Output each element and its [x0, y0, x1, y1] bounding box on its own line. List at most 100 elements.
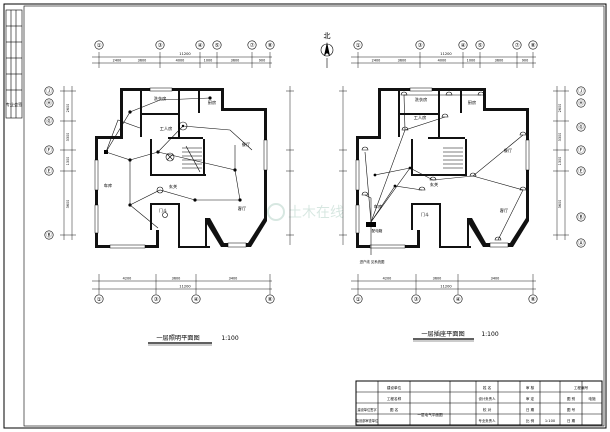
- top-axis-bubbles: ① ③ ④ ⑤ ⑦ ⑧: [353, 40, 538, 50]
- tb-designer-stamp: 建设部审查单位: [356, 418, 379, 423]
- room-labels: 洗衣房 厨房 工人房 餐厅 车库 玄关 门斗 客厅 配电箱 进户线 见系统图: [360, 96, 513, 264]
- axis-label: Ⓔ: [46, 167, 52, 175]
- dim-text: 3400: [491, 277, 500, 281]
- room-label-porch: 门斗: [159, 207, 167, 214]
- room-label-foyer: 玄关: [169, 183, 177, 190]
- room-label-laundry: 洗衣房: [415, 96, 428, 103]
- left-row-bubbles: Ⓙ Ⓗ Ⓖ Ⓕ Ⓔ Ⓑ: [44, 86, 54, 240]
- axis-label: Ⓑ: [578, 213, 584, 221]
- room-label-garage: 车库: [104, 182, 112, 189]
- tb-cell: 电施: [588, 396, 596, 401]
- socket-symbols: [361, 91, 527, 241]
- axis-label: Ⓗ: [578, 99, 584, 107]
- tb-cell: 日 期: [567, 418, 576, 423]
- axis-label: Ⓖ: [46, 117, 52, 125]
- dim-text: 3600: [558, 200, 562, 209]
- axis-label: ③: [158, 43, 163, 49]
- tb-owner-stamp: 建设单位签字: [357, 407, 376, 412]
- tb-cell: 审 核: [526, 385, 535, 390]
- tb-cell: 建设单位: [387, 385, 402, 390]
- room-labels: 洗衣房 厨房 工人房 餐厅 车库 玄关 门斗 客厅: [104, 95, 250, 214]
- tb-name-label: 图 名: [390, 407, 399, 412]
- right-row-bubbles: Ⓙ Ⓗ Ⓖ Ⓕ Ⓔ Ⓑ Ⓐ: [576, 86, 586, 248]
- axis-label: ③: [154, 297, 159, 303]
- axis-label: Ⓖ: [578, 123, 584, 131]
- dim-text: 3600: [172, 277, 181, 281]
- axis-label: ⑧: [268, 43, 273, 49]
- wiring: [364, 94, 524, 255]
- axis-label: ⑦: [250, 42, 255, 49]
- dim-text: 4000: [438, 59, 447, 63]
- tb-cell: 工程编号: [574, 385, 589, 390]
- plan-scale: 1:100: [221, 335, 238, 342]
- axis-label: Ⓐ: [578, 239, 584, 247]
- walls: [356, 88, 529, 248]
- tb-cell: 校 对: [483, 407, 492, 412]
- dim-text: 4000: [176, 59, 185, 63]
- stair-icon: [443, 147, 463, 169]
- axis-label: ①: [97, 43, 102, 49]
- room-label-kitchen: 厨房: [208, 99, 216, 106]
- axis-label: ④: [456, 297, 461, 303]
- dim-text: 2400: [372, 59, 381, 63]
- room-label-garage: 车库: [374, 203, 382, 210]
- dim-text: 4200: [123, 277, 132, 281]
- panel-label: 配电箱: [372, 228, 383, 233]
- dim-text: 4200: [383, 277, 392, 281]
- tb-cell: 比 例: [526, 418, 535, 423]
- north-arrow-icon: 北: [320, 32, 334, 68]
- plan-right-title: 一层插座平面图 1:100: [413, 330, 499, 342]
- right-side-dimensions: 2600 3300 1300 3600: [553, 86, 569, 240]
- room-label-dining: 餐厅: [242, 141, 250, 148]
- dim-text: 3600: [495, 59, 504, 63]
- dim-text: 2400: [113, 59, 122, 63]
- axis-label: Ⓗ: [46, 99, 52, 107]
- bottom-dimensions: 4200 3600 3400 11200: [92, 274, 272, 294]
- plan-title: 一层照明平面图: [156, 335, 199, 342]
- dim-text: 900: [522, 59, 528, 63]
- windows: [94, 87, 268, 249]
- tb-cell: 日 期: [526, 407, 535, 412]
- bottom-axis-bubbles: ① ③ ④ ⑧: [353, 294, 538, 304]
- room-label-living: 客厅: [238, 205, 246, 212]
- axis-label: ⑧: [531, 297, 536, 303]
- north-label: 北: [324, 32, 331, 40]
- dim-total: 11200: [440, 52, 452, 56]
- axis-label: ①: [356, 43, 361, 49]
- axis-label: ⑤: [478, 43, 483, 49]
- top-dimensions: 11200 2400 3600 4000 1000 3600 900: [351, 52, 536, 68]
- dim-text: 3600: [66, 200, 70, 209]
- axis-label: Ⓑ: [46, 231, 52, 239]
- dim-text: 3400: [229, 277, 238, 281]
- axis-label: ⑤: [215, 43, 220, 49]
- axis-label: ⑦: [515, 42, 520, 49]
- dim-text: 1300: [558, 157, 562, 166]
- sheet-inner-border: [23, 5, 605, 427]
- room-label-maid: 工人房: [160, 125, 173, 132]
- plan-left: ① ③ ④ ⑤ ⑦ ⑧ 11200 2400 3600 4000 1000 36…: [44, 40, 294, 346]
- axis-label: ⑧: [531, 43, 536, 49]
- bottom-dimensions: 4200 3600 3400 11200: [351, 274, 536, 294]
- plan-right: ① ③ ④ ⑤ ⑦ ⑧ 11200 2400 3600 4000 1000 36…: [339, 40, 586, 342]
- tb-cell: 图 别: [567, 396, 576, 401]
- room-label-laundry: 洗衣房: [154, 95, 167, 102]
- plan-left-title: 一层照明平面图 1:100: [148, 335, 239, 346]
- dim-text: 1000: [204, 59, 213, 63]
- axis-label: ④: [461, 43, 466, 49]
- dim-text: 3600: [398, 59, 407, 63]
- axis-label: ⑧: [268, 297, 273, 303]
- dim-text: 3600: [231, 59, 240, 63]
- dim-text: 1300: [66, 157, 70, 166]
- walls: [95, 88, 267, 248]
- title-block: 建设单位 姓 名 审 核 工程编号 工程名称 设计负责人 审 定 图 别 电施 …: [355, 380, 603, 426]
- bottom-axis-bubbles: ① ③ ④ ⑧: [94, 294, 275, 304]
- dim-total: 11200: [440, 285, 452, 289]
- top-dimensions: 11200 2400 3600 4000 1000 3600 900: [92, 52, 272, 68]
- dim-text: 1000: [467, 59, 476, 63]
- room-label-porch: 门斗: [421, 211, 429, 218]
- room-label-kitchen: 厨房: [468, 99, 476, 106]
- dim-text: 900: [259, 59, 265, 63]
- panel-box-icon: [366, 222, 376, 227]
- tb-cell: 图 号: [567, 407, 576, 412]
